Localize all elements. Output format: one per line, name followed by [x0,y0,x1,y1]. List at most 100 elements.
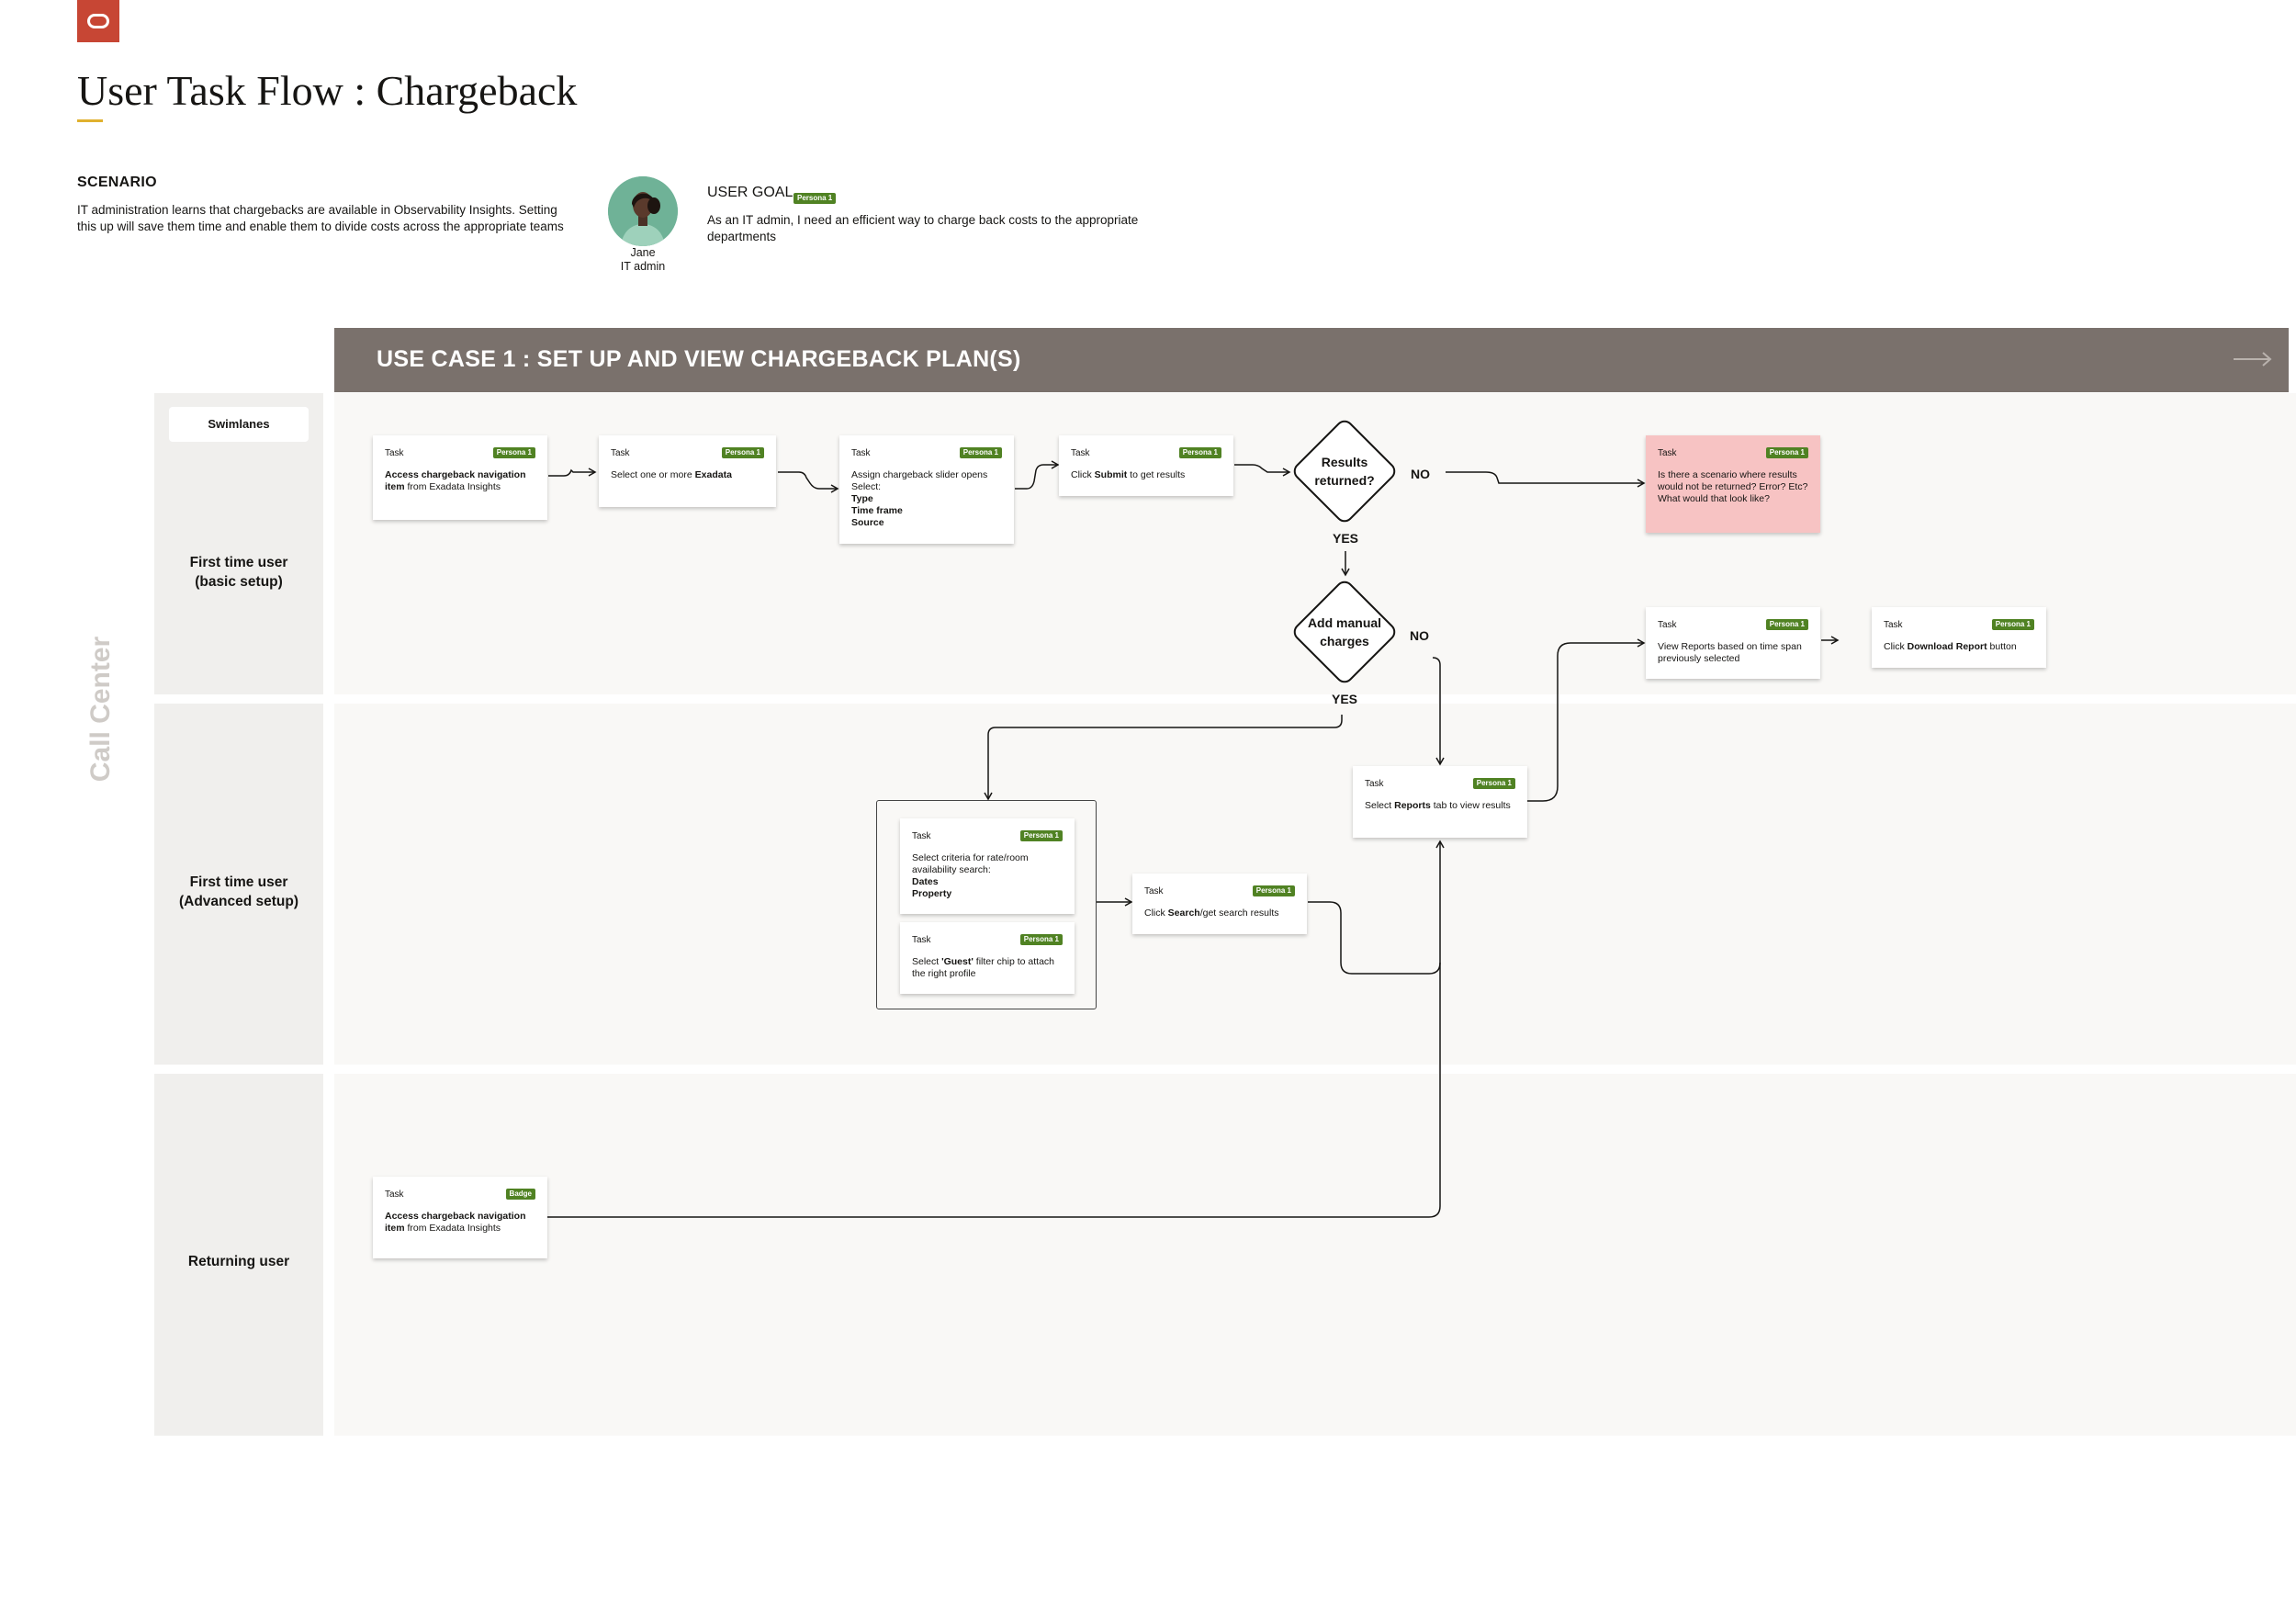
user-goal-heading: USER GOAL [707,185,793,200]
scenario-text: IT administration learns that chargeback… [77,203,564,233]
task-text-line: Assign chargeback slider opens [851,469,988,480]
arrow-right-icon [2234,352,2272,366]
task-text-bold: Property [912,888,952,899]
task-text-rest: from Exadata Insights [404,1223,501,1234]
use-case-title: USE CASE 1 : SET UP AND VIEW CHARGEBACK … [377,346,1021,372]
lane-name-line: (basic setup) [195,574,283,590]
lane-label-basic [154,393,323,694]
persona-badge: Persona 1 [1765,619,1808,630]
task-text-bold: Search [1167,908,1200,919]
decision-no-label: NO [1410,628,1429,643]
persona-badge: Persona 1 [959,447,1002,458]
task-text-bold: Download Report [1907,641,1987,652]
task-text-bold: Dates [912,876,939,887]
persona-badge: Persona 1 [1019,830,1063,841]
task-label: Task [1884,619,1903,630]
persona-badge: Persona 1 [1019,934,1063,945]
title-underline [77,119,103,122]
task-card-select-exadata[interactable]: Task Persona 1 Select one or more Exadata [599,435,776,507]
task-text-bold: Time frame [851,505,903,516]
task-text-pre: Select [1365,800,1395,811]
task-text-bold: Access chargeback navigation item [385,469,526,492]
task-label: Task [912,830,931,841]
lane-advanced [334,704,2296,1065]
page-title: User Task Flow : Chargeback [77,67,578,114]
task-label: Task [1658,619,1677,630]
lane-label-advanced [154,704,323,1065]
oracle-logo-icon [77,0,119,42]
task-text-pre: Select [912,956,942,967]
lane-name-line: First time user [189,555,288,570]
task-text: Select Reports tab to view results [1365,800,1515,812]
lane-name-advanced: First time user (Advanced setup) [154,873,323,911]
task-label: Task [1071,447,1090,458]
decision-text: Add manual charges [1289,614,1400,650]
lane-name-line: First time user [189,874,288,890]
task-card-download-report[interactable]: Task Persona 1 Click Download Report butt… [1872,607,2046,668]
task-card-returning-access-nav[interactable]: Task Badge Access chargeback navigation i… [373,1177,547,1258]
lane-name-line: (Advanced setup) [178,894,299,909]
task-label: Task [385,1189,404,1200]
lane-name-returning: Returning user [154,1252,323,1271]
task-text-bold: 'Guest' [941,956,974,967]
task-text: Access chargeback navigation item from E… [385,469,535,493]
person-avatar [608,176,678,246]
persona-badge: Persona 1 [721,447,764,458]
task-text-bold: Exadata [694,469,732,480]
task-label: Task [611,447,630,458]
lane-name-basic: First time user (basic setup) [154,553,323,592]
decision-yes-label: YES [1332,692,1358,706]
task-text-rest: from Exadata Insights [404,481,501,492]
task-text-pre: Click [1884,641,1908,652]
task-text-bold: Reports [1394,800,1431,811]
task-text: Click Download Report button [1884,641,2034,653]
task-text-post: button [1986,641,2017,652]
task-text-post: /get search results [1199,908,1279,919]
task-text-line: Select: [851,481,882,492]
task-text-bold: Type [851,493,873,504]
persona-role-text: IT admin [620,260,666,273]
persona-name: Jane IT admin [588,246,698,274]
task-text: Access chargeback navigation item from E… [385,1211,535,1235]
task-card-assign-slider[interactable]: Task Persona 1 Assign chargeback slider o… [839,435,1014,544]
task-text-line: Select criteria for rate/room availabili… [912,852,1029,875]
task-card-select-criteria[interactable]: Task Persona 1 Select criteria for rate/r… [900,818,1075,914]
use-case-banner [334,328,2289,392]
task-label: Task [1144,885,1164,896]
task-label: Task [385,447,404,458]
user-goal-text: As an IT admin, I need an efficient way … [707,213,1139,243]
task-text-bold: Access chargeback navigation item [385,1211,526,1234]
task-text: Assign chargeback slider opens Select: T… [851,469,1002,529]
task-text: Click Search/get search results [1144,908,1295,919]
persona-name-text: Jane [630,246,656,259]
task-text: Select one or more Exadata [611,469,764,481]
persona-badge: Persona 1 [1991,619,2034,630]
decision-line: Add manual [1307,615,1382,630]
decision-text: Results returned? [1289,453,1400,490]
task-text-pre: Select one or more [611,469,695,480]
task-text: Is there a scenario where results would … [1658,469,1808,504]
persona-badge: Persona 1 [1252,885,1295,896]
task-text-bold: Source [851,517,884,528]
badge: Badge [505,1189,535,1200]
task-card-view-reports[interactable]: Task Persona 1 View Reports based on time… [1646,607,1820,679]
persona-badge: Persona 1 [1178,447,1221,458]
task-label: Task [851,447,871,458]
decision-line: Results [1321,455,1368,469]
decision-no-label: NO [1411,467,1430,481]
task-text: View Reports based on time span previous… [1658,641,1802,664]
persona-badge: Persona 1 [1472,778,1515,789]
task-text-pre: Click [1144,908,1168,919]
task-card-click-search[interactable]: Task Persona 1 Click Search/get search re… [1132,874,1307,934]
task-text-bold: Submit [1094,469,1128,480]
swimlanes-button[interactable]: Swimlanes [169,407,309,442]
scenario-heading: SCENARIO [77,175,157,190]
task-label: Task [1658,447,1677,458]
task-label: Task [912,934,931,945]
